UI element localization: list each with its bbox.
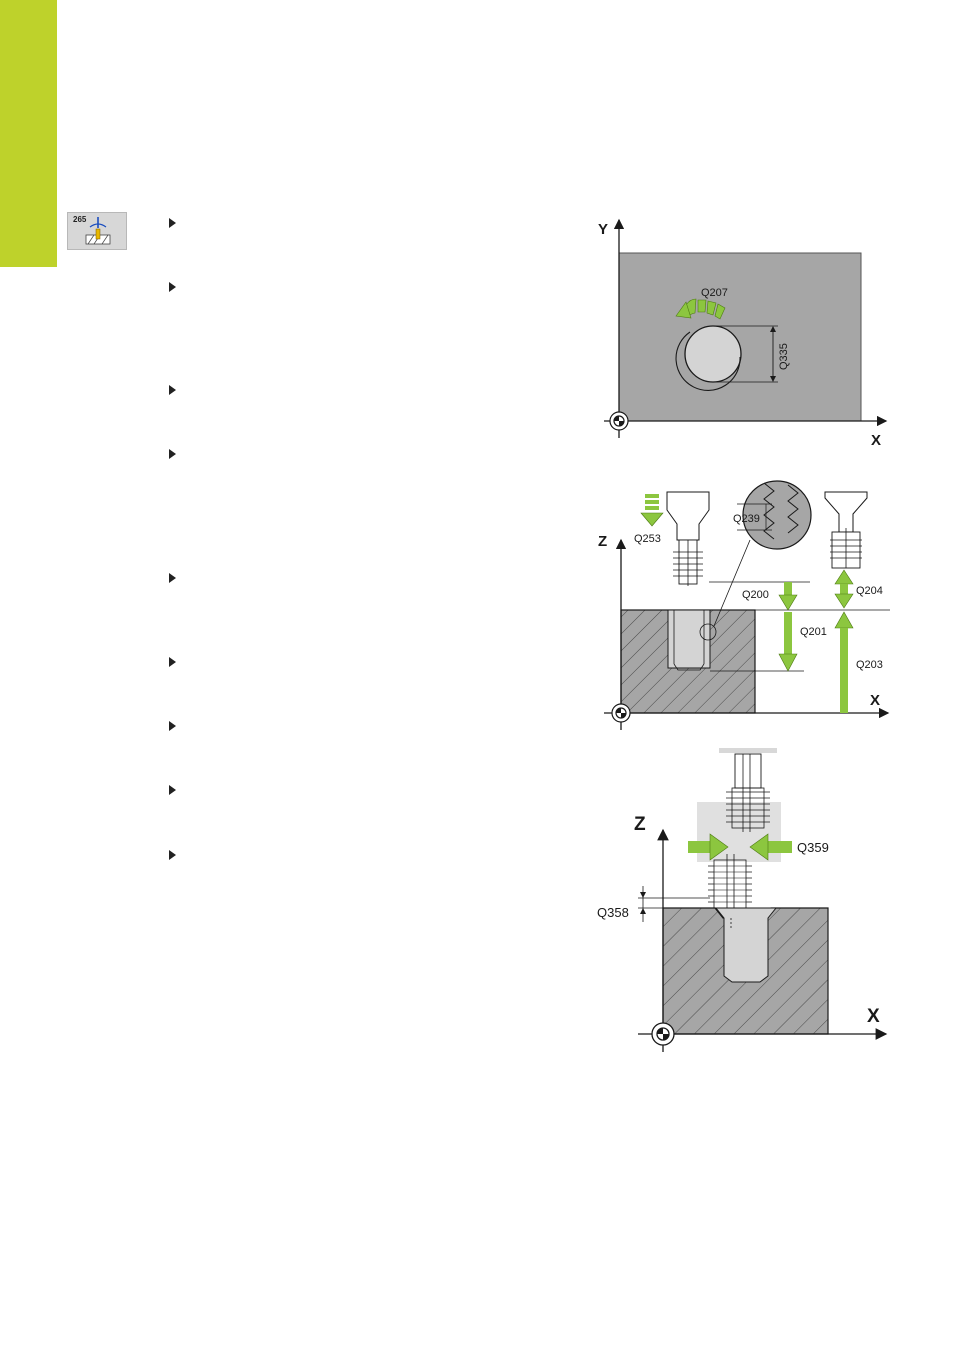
x-axis-label: X	[867, 1006, 880, 1027]
q359-label: Q359	[797, 840, 829, 855]
depth-arrow	[778, 612, 798, 672]
thread-detail-circle	[737, 480, 812, 550]
figure-xy-plane: Y X Q335 Q207	[598, 218, 888, 449]
datum-origin-icon	[651, 1022, 675, 1046]
datum-origin-icon	[609, 411, 629, 431]
countersink-tool-upper	[726, 753, 770, 832]
z-axis-label: Z	[598, 533, 607, 550]
direction-arrow-right	[749, 833, 792, 861]
q204-label: Q204	[856, 585, 883, 597]
bullet-marker	[169, 449, 176, 459]
second-clearance-arrow	[834, 569, 854, 609]
q239-label: Q239	[733, 513, 760, 525]
bullet-marker	[169, 850, 176, 860]
bullet-marker	[169, 785, 176, 795]
q358-label: Q358	[597, 905, 629, 920]
bullet-marker	[169, 721, 176, 731]
bullet-marker	[169, 385, 176, 395]
figure-zx-section: Z X Q253 Q239	[598, 480, 890, 730]
y-axis-label: Y	[598, 221, 608, 238]
setup-clearance-arrow	[778, 582, 798, 611]
x-axis-label: X	[870, 692, 880, 709]
direction-arrow-left	[688, 833, 729, 861]
q203-label: Q203	[856, 659, 883, 671]
bullet-marker	[169, 657, 176, 667]
rotation-arrow-icon	[675, 298, 726, 320]
feed-arrow-icon	[640, 494, 664, 527]
q200-label: Q200	[742, 589, 769, 601]
bullet-marker	[169, 282, 176, 292]
cycle-265-icon: 265	[67, 212, 127, 250]
tool-path-arc	[675, 331, 741, 391]
bore-circle	[684, 325, 742, 383]
tapped-hole	[667, 609, 711, 669]
chapter-color-tab	[0, 0, 57, 267]
z-axis-label: Z	[634, 814, 646, 835]
surface-coordinate-arrow	[834, 611, 854, 713]
q207-label: Q207	[701, 287, 728, 299]
figure-countersink: Q359 Z X Q358	[597, 748, 888, 1052]
q201-label: Q201	[800, 626, 827, 638]
bullet-marker	[169, 573, 176, 583]
countersink-tool-lower	[708, 854, 752, 918]
thread-mill-tool-left	[666, 491, 710, 586]
q335-label: Q335	[778, 343, 790, 370]
countersunk-hole	[714, 907, 778, 983]
x-axis-label: X	[871, 432, 881, 449]
workpiece-plate	[618, 252, 862, 422]
datum-origin-icon	[611, 703, 631, 723]
thread-mill-tool-right	[824, 491, 868, 569]
cycle-number: 265	[73, 215, 87, 224]
bullet-marker	[169, 218, 176, 228]
q253-label: Q253	[634, 533, 661, 545]
